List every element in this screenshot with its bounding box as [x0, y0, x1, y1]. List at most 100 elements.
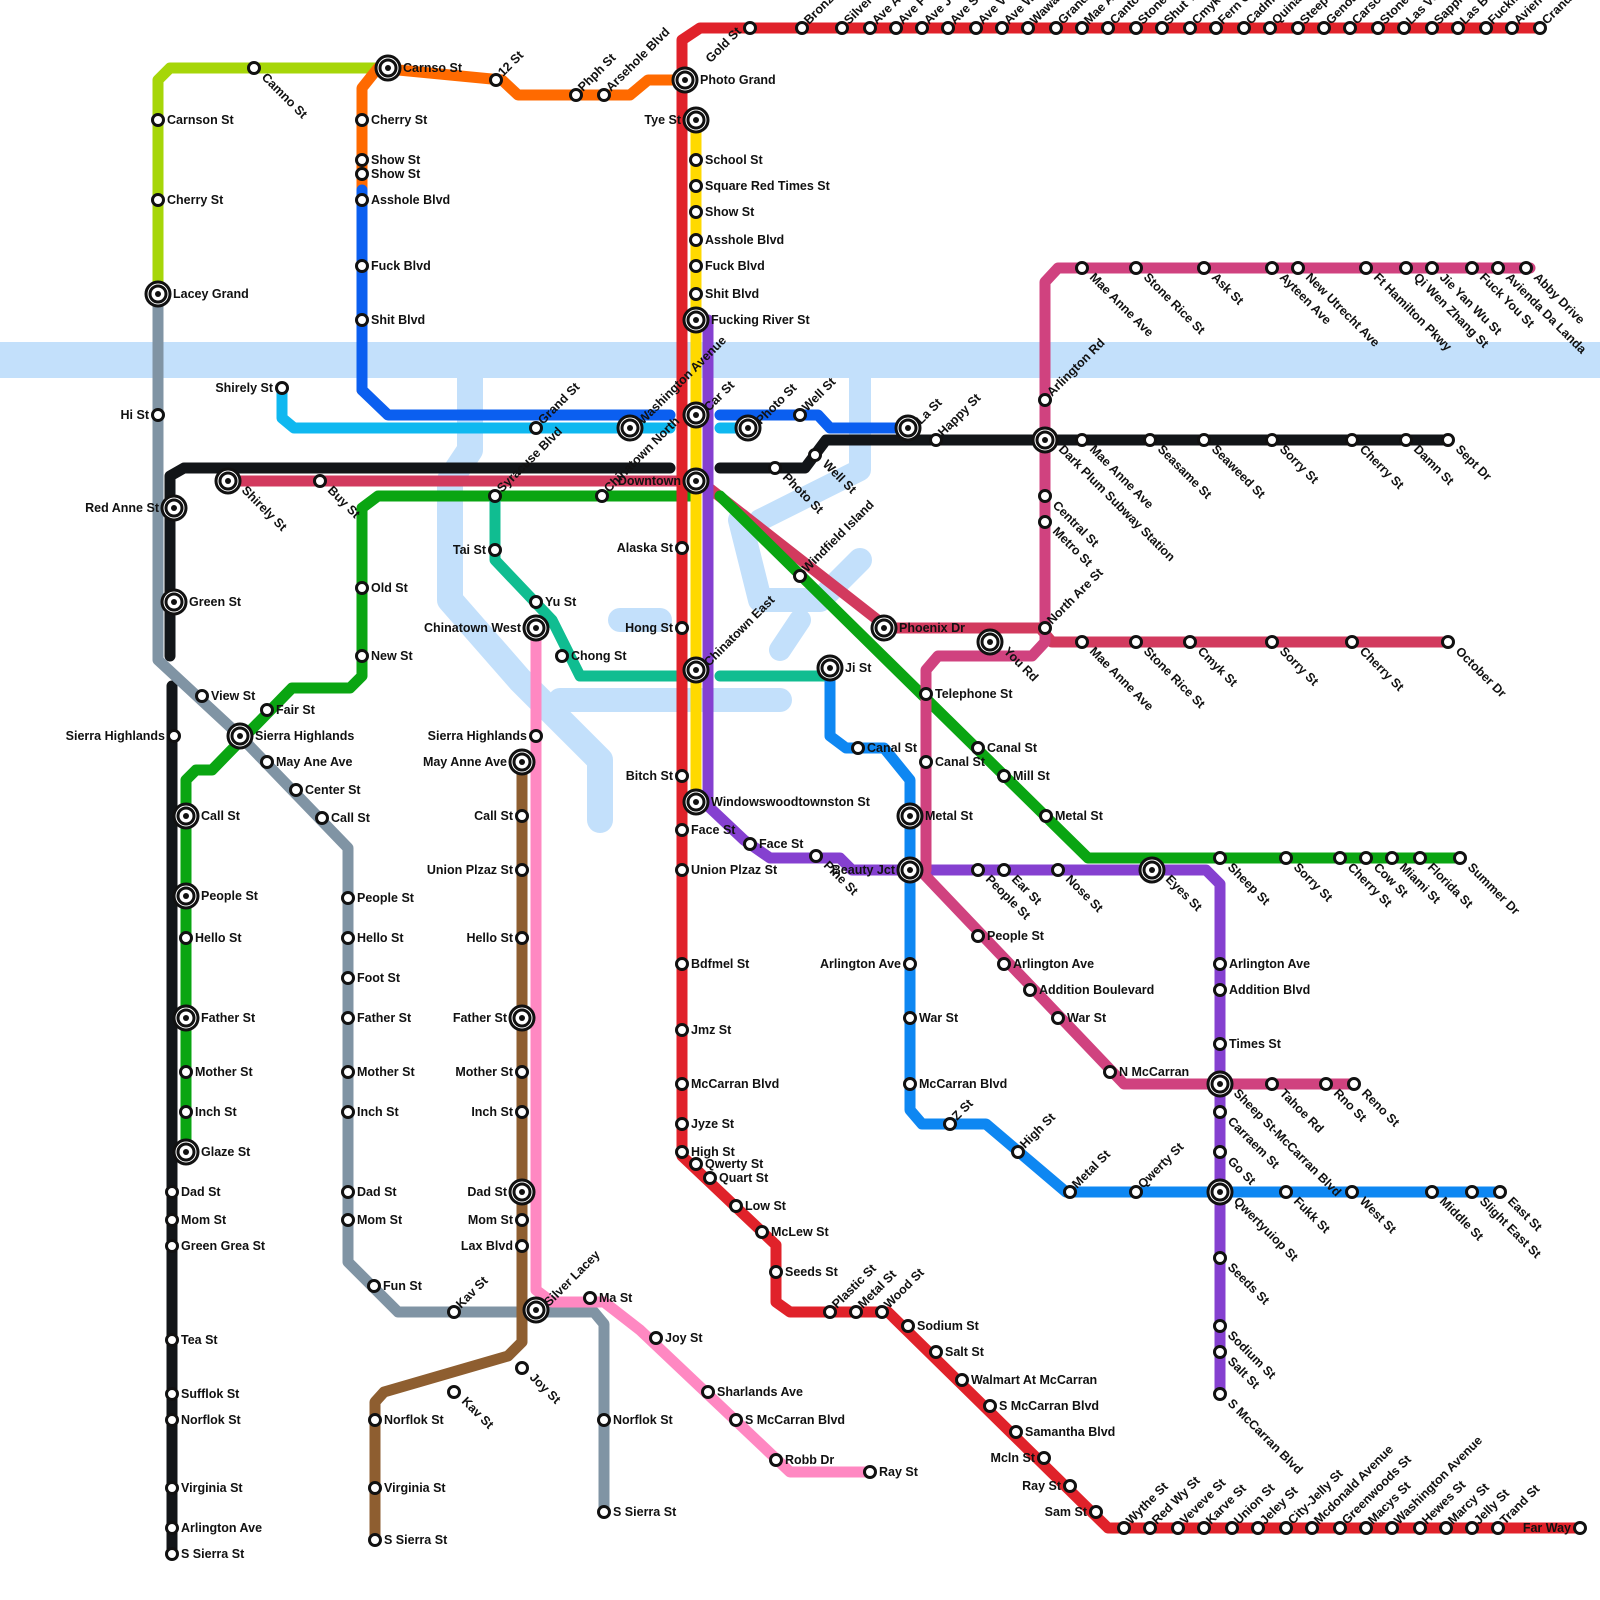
station-times-st[interactable]: Times St: [1215, 1037, 1282, 1051]
station-salt-st[interactable]: Salt St: [931, 1345, 985, 1359]
station-father-st[interactable]: Father St: [453, 1006, 534, 1030]
station-s-mccarran-blvd[interactable]: S McCarran Blvd: [731, 1413, 846, 1427]
station-sierra-highlands[interactable]: Sierra Highlands: [228, 724, 354, 748]
station-mae-anne-ave[interactable]: Mae Anne Ave: [1077, 637, 1157, 714]
station-inch-st[interactable]: Inch St: [181, 1105, 238, 1119]
station-sufflok-st[interactable]: Sufflok St: [167, 1387, 241, 1401]
station-high-st[interactable]: High St: [1013, 1110, 1059, 1158]
station-asshole-blvd[interactable]: Asshole Blvd: [691, 233, 785, 247]
station-mcln-st[interactable]: Mcln St: [991, 1451, 1050, 1465]
station-yu-st[interactable]: Yu St: [531, 595, 578, 609]
station-tea-st[interactable]: Tea St: [167, 1333, 219, 1347]
station-virginia-st[interactable]: Virginia St: [167, 1481, 244, 1495]
station-may-ane-ave[interactable]: May Ane Ave: [262, 755, 353, 769]
station-inch-st[interactable]: Inch St: [343, 1105, 400, 1119]
station-s-mccarran-blvd[interactable]: S McCarran Blvd: [985, 1399, 1100, 1413]
station-jyze-st[interactable]: Jyze St: [677, 1117, 735, 1131]
station-fuck-blvd[interactable]: Fuck Blvd: [691, 259, 765, 273]
station-seeds-st[interactable]: Seeds St: [771, 1265, 839, 1279]
station-arlington-ave[interactable]: Arlington Ave: [1215, 957, 1311, 971]
station-s-sierra-st[interactable]: S Sierra St: [167, 1547, 246, 1561]
station-fun-st[interactable]: Fun St: [369, 1279, 423, 1293]
station-face-st[interactable]: Face St: [677, 823, 737, 837]
station-war-st[interactable]: War St: [1053, 1011, 1107, 1025]
station-canal-st[interactable]: Canal St: [853, 741, 918, 755]
station-fucking-river-st[interactable]: Fucking River St: [684, 308, 810, 332]
station-call-st[interactable]: Call St: [474, 809, 527, 823]
station-bitch-st[interactable]: Bitch St: [626, 769, 688, 783]
station-photo-grand[interactable]: Photo Grand: [673, 68, 776, 92]
station-mae-anne-ave[interactable]: Mae Anne Ave: [1077, 263, 1157, 340]
station-foot-st[interactable]: Foot St: [343, 971, 401, 985]
station-addition-blvd[interactable]: Addition Blvd: [1215, 983, 1311, 997]
station-red-anne-st[interactable]: Red Anne St: [85, 496, 186, 520]
station-show-st[interactable]: Show St: [357, 167, 422, 181]
station-bdfmel-st[interactable]: Bdfmel St: [677, 957, 751, 971]
station-hello-st[interactable]: Hello St: [181, 931, 243, 945]
station-green-grea-st[interactable]: Green Grea St: [167, 1239, 266, 1253]
station-hi-st[interactable]: Hi St: [121, 408, 164, 422]
station-october-dr[interactable]: October Dr: [1443, 637, 1510, 701]
station-addition-boulevard[interactable]: Addition Boulevard: [1025, 983, 1155, 997]
station-telephone-st[interactable]: Telephone St: [921, 687, 1014, 701]
station-mill-st[interactable]: Mill St: [999, 769, 1051, 783]
station-ma-st[interactable]: Ma St: [585, 1291, 634, 1305]
station-glaze-st[interactable]: Glaze St: [174, 1140, 251, 1164]
station-kav-st[interactable]: Kav St: [449, 1387, 497, 1433]
station-joy-st[interactable]: Joy St: [517, 1363, 564, 1408]
station-sierra-highlands[interactable]: Sierra Highlands: [66, 729, 180, 743]
station-father-st[interactable]: Father St: [343, 1011, 413, 1025]
station-lax-blvd[interactable]: Lax Blvd: [461, 1239, 528, 1253]
station-face-st[interactable]: Face St: [745, 837, 805, 851]
station-metal-st[interactable]: Metal St: [898, 804, 974, 828]
station-ray-st[interactable]: Ray St: [1022, 1479, 1075, 1493]
station-green-st[interactable]: Green St: [162, 590, 242, 614]
station-quart-st[interactable]: Quart St: [705, 1171, 770, 1185]
station-mccarran-blvd[interactable]: McCarran Blvd: [905, 1077, 1008, 1091]
station-arlington-ave[interactable]: Arlington Ave: [167, 1521, 263, 1535]
station-war-st[interactable]: War St: [905, 1011, 959, 1025]
station-norflok-st[interactable]: Norflok St: [370, 1413, 445, 1427]
station-union-plzaz-st[interactable]: Union Plzaz St: [427, 863, 528, 877]
station-sharlands-ave[interactable]: Sharlands Ave: [703, 1385, 803, 1399]
station-arlington-ave[interactable]: Arlington Ave: [820, 957, 916, 971]
station-hong-st[interactable]: Hong St: [625, 621, 687, 635]
station-tye-st[interactable]: Tye St: [644, 108, 708, 132]
station-joy-st[interactable]: Joy St: [651, 1331, 704, 1345]
station-dad-st[interactable]: Dad St: [343, 1185, 398, 1199]
station-square-red-times-st[interactable]: Square Red Times St: [691, 179, 831, 193]
station-jmz-st[interactable]: Jmz St: [677, 1023, 733, 1037]
station-sheep-st-mccarran-blvd[interactable]: Sheep St-McCarran Blvd: [1208, 1072, 1344, 1199]
station-phoenix-dr[interactable]: Phoenix Dr: [872, 616, 965, 640]
station-s-sierra-st[interactable]: S Sierra St: [370, 1533, 449, 1547]
station-far-way[interactable]: Far Way: [1523, 1521, 1586, 1535]
station-sam-st[interactable]: Sam St: [1045, 1505, 1102, 1519]
station-norflok-st[interactable]: Norflok St: [599, 1413, 674, 1427]
station-robb-dr[interactable]: Robb Dr: [771, 1453, 835, 1467]
station-norflok-st[interactable]: Norflok St: [167, 1413, 242, 1427]
station-shit-blvd[interactable]: Shit Blvd: [357, 313, 426, 327]
station-mom-st[interactable]: Mom St: [343, 1213, 403, 1227]
station-low-st[interactable]: Low St: [731, 1199, 787, 1213]
station-mom-st[interactable]: Mom St: [167, 1213, 227, 1227]
station-show-st[interactable]: Show St: [691, 205, 756, 219]
station-people-st[interactable]: People St: [174, 884, 259, 908]
station-father-st[interactable]: Father St: [174, 1006, 256, 1030]
station-lacey-grand[interactable]: Lacey Grand: [146, 282, 249, 306]
station-asshole-blvd[interactable]: Asshole Blvd: [357, 193, 451, 207]
station-dad-st[interactable]: Dad St: [467, 1180, 534, 1204]
station-inch-st[interactable]: Inch St: [471, 1105, 527, 1119]
station-tai-st[interactable]: Tai St: [453, 543, 501, 557]
station-crand-ave[interactable]: Crand Ave: [1535, 0, 1593, 34]
station-sierra-highlands[interactable]: Sierra Highlands: [428, 729, 542, 743]
station-call-st[interactable]: Call St: [174, 804, 241, 828]
station-arlington-ave[interactable]: Arlington Ave: [999, 957, 1095, 971]
station-s-sierra-st[interactable]: S Sierra St: [599, 1505, 678, 1519]
station-old-st[interactable]: Old St: [357, 581, 409, 595]
station-shit-blvd[interactable]: Shit Blvd: [691, 287, 760, 301]
station-ray-st[interactable]: Ray St: [865, 1465, 919, 1479]
station-ji-st[interactable]: Ji St: [818, 656, 872, 680]
station-metal-st[interactable]: Metal St: [1041, 809, 1104, 823]
station-mom-st[interactable]: Mom St: [468, 1213, 528, 1227]
station-show-st[interactable]: Show St: [357, 153, 422, 167]
